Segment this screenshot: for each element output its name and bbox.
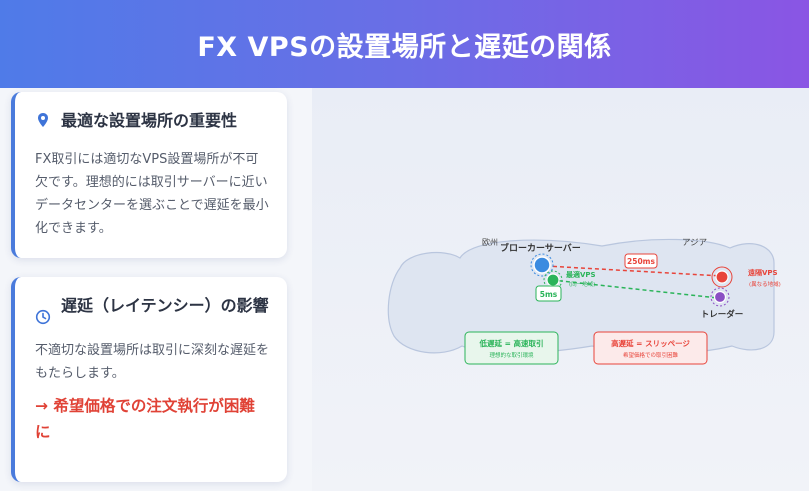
legend-low-title: 低遅延 = 高速取引 bbox=[478, 338, 543, 348]
remote-latency-badge bbox=[624, 253, 658, 269]
remote-vps-label: 遠隔VPS bbox=[748, 268, 778, 277]
remote-vps-node bbox=[715, 270, 729, 284]
map-pin-icon bbox=[38, 113, 48, 127]
card-body: FX取引には適切なVPS設置場所が不可欠です。理想的には取引サーバーに近いデータ… bbox=[35, 152, 269, 236]
legend-low-latency bbox=[464, 331, 559, 365]
optimal-vps-label: 最適VPS bbox=[566, 270, 596, 279]
legend-high-subtitle: 希望価格での取引困難 bbox=[623, 351, 679, 359]
legend-high-title: 高遅延 = スリッページ bbox=[611, 338, 690, 348]
trader-ring bbox=[710, 287, 730, 307]
optimal-vps-ring bbox=[543, 270, 563, 290]
remote-connection-line bbox=[545, 265, 723, 277]
region-asia-label: アジア bbox=[682, 238, 707, 248]
remote-latency-value: 250ms bbox=[627, 257, 655, 266]
optimal-latency-value: 5ms bbox=[540, 290, 558, 299]
latency-diagram: 欧州 アジア ブローカーサーバー 最適VPS (同一地域) 5ms 250ms … bbox=[387, 237, 781, 365]
card-body: 不適切な設置場所は取引に深刻な遅延をもたらします。 bbox=[35, 343, 270, 381]
card-header: 遅延（レイテンシー）の影響 bbox=[35, 293, 269, 325]
card-title: 最適な設置場所の重要性 bbox=[61, 111, 238, 130]
remote-vps-ring bbox=[711, 266, 733, 288]
optimal-latency-badge bbox=[535, 285, 562, 302]
page-header: FX VPSの設置場所と遅延の関係 bbox=[0, 0, 809, 88]
card-optimal-location: 最適な設置場所の重要性 FX取引には適切なVPS設置場所が不可欠です。理想的には… bbox=[11, 92, 287, 258]
card-latency-impact: 遅延（レイテンシー）の影響 不適切な設置場所は取引に深刻な遅延をもたらします。 … bbox=[11, 277, 287, 482]
legend-low-subtitle: 理想的な取引環境 bbox=[489, 351, 534, 359]
diagram-panel: 欧州 アジア ブローカーサーバー 最適VPS (同一地域) 5ms 250ms … bbox=[312, 88, 809, 491]
clock-icon bbox=[35, 309, 51, 325]
world-map-shape bbox=[387, 238, 775, 354]
card-title: 遅延（レイテンシー）の影響 bbox=[61, 296, 269, 315]
optimal-vps-node bbox=[546, 273, 560, 287]
card-header: 最適な設置場所の重要性 bbox=[35, 108, 269, 134]
page-title: FX VPSの設置場所と遅延の関係 bbox=[197, 31, 612, 63]
remote-vps-sublabel: (異なる地域) bbox=[749, 280, 781, 288]
broker-server-node bbox=[533, 256, 551, 274]
broker-server-ring bbox=[530, 253, 554, 277]
optimal-vps-sublabel: (同一地域) bbox=[569, 280, 595, 288]
trader-node bbox=[713, 290, 727, 304]
region-europe-label: 欧州 bbox=[482, 237, 498, 247]
warning-text: → 希望価格での注文執行が困難に bbox=[35, 397, 255, 441]
broker-server-label: ブローカーサーバー bbox=[500, 242, 581, 254]
legend-high-latency bbox=[593, 331, 708, 365]
trader-label: トレーダー bbox=[701, 309, 744, 320]
